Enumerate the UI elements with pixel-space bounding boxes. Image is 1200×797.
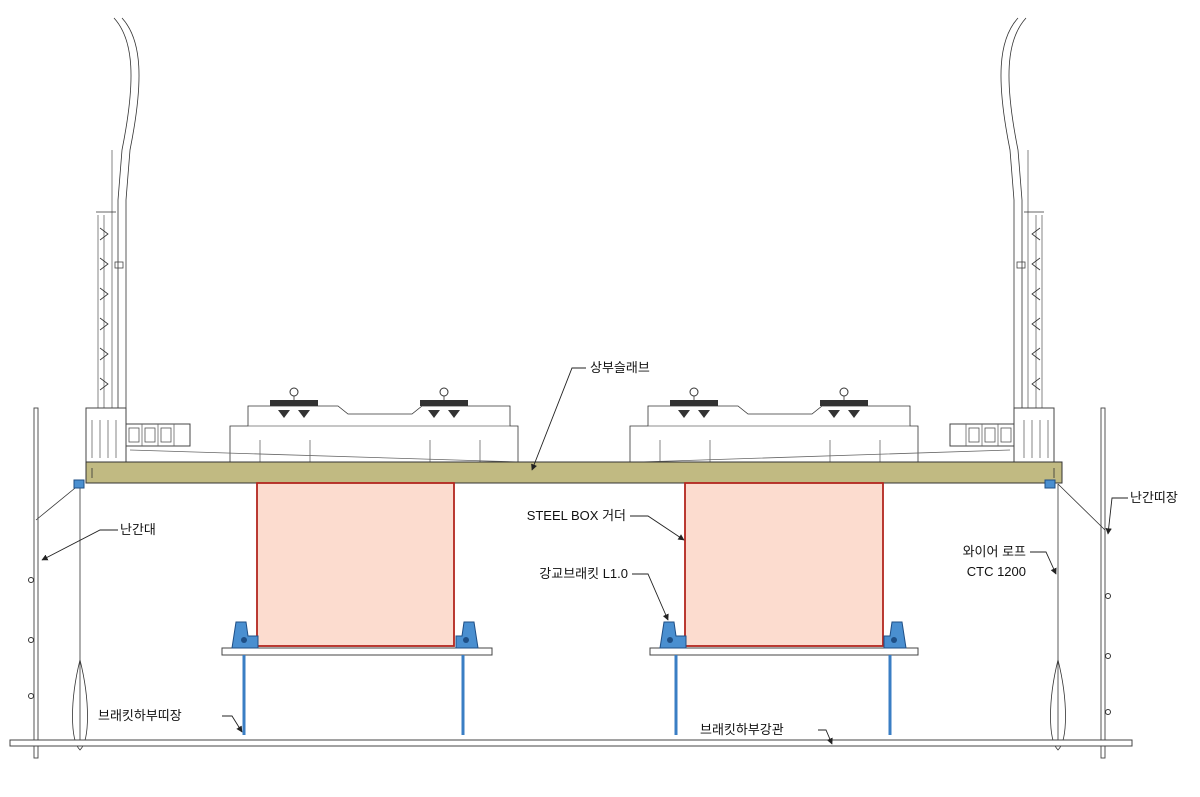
left-rail-fastener-2: [420, 387, 468, 418]
right-noise-barrier: [949, 17, 1055, 464]
label-bracket: 강교브래킷 L1.0: [539, 566, 628, 581]
label-steel-box: STEEL BOX 거더: [527, 508, 626, 523]
label-bracket-lower-tie: 브래킷하부띠장: [98, 708, 182, 723]
leader-lines: [41, 367, 1128, 745]
bracket-platform-right: [649, 621, 919, 735]
right-rail-fastener-1: [670, 387, 718, 418]
left-railing-post: [28, 407, 88, 759]
label-railing-tie: 난간띠장: [1130, 490, 1178, 505]
label-wire-rope-ctc: CTC 1200: [967, 564, 1026, 579]
steel-box-girder-right: [684, 482, 884, 647]
upper-slab: [85, 461, 1063, 484]
right-railing-post: [1044, 407, 1111, 759]
slab-surface-lines: [129, 449, 1011, 463]
right-track-bed: [629, 387, 919, 470]
left-track-bed: [229, 387, 519, 470]
bracket-platform-left: [221, 621, 493, 735]
label-slab: 상부슬래브: [590, 360, 650, 375]
label-wire-rope: 와이어 로프: [963, 544, 1026, 559]
label-bracket-lower-pipe: 브래킷하부강관: [700, 722, 784, 737]
left-rail-fastener-1: [270, 387, 318, 418]
steel-box-girder-left: [256, 482, 455, 647]
bracket-bottom-pipe-line: [9, 739, 1133, 747]
left-noise-barrier: [85, 17, 191, 464]
label-railing-post: 난간대: [120, 522, 156, 537]
right-rail-fastener-2: [820, 387, 868, 418]
